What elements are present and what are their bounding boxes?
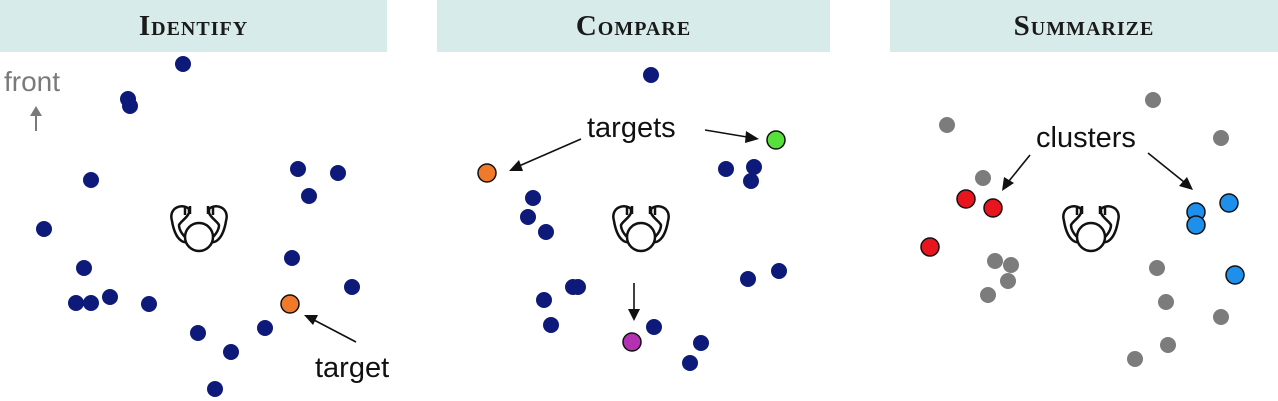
- distractor-dot: [330, 165, 346, 181]
- distractor-dots: [36, 56, 360, 397]
- distractor-dot: [570, 279, 586, 295]
- distractor-dot: [344, 279, 360, 295]
- summarize-scene: clusters: [920, 92, 1245, 367]
- arrow-up-icon: [30, 106, 42, 131]
- neutral-dot: [980, 287, 996, 303]
- distractor-dot: [643, 67, 659, 83]
- distractor-dot: [223, 344, 239, 360]
- neutral-dot: [1158, 294, 1174, 310]
- neutral-dot: [1213, 130, 1229, 146]
- person-top-down-icon: [170, 205, 228, 253]
- distractor-dot: [536, 292, 552, 308]
- neutral-dot: [1003, 257, 1019, 273]
- distractor-dot: [538, 224, 554, 240]
- target-label: target: [315, 352, 389, 384]
- cluster-red: [920, 189, 1003, 257]
- distractor-dot: [122, 98, 138, 114]
- distractor-dot: [525, 190, 541, 206]
- clusters-arrow-right: [1147, 152, 1193, 190]
- compare-scene: targets: [477, 67, 787, 371]
- distractor-dots: [520, 67, 787, 371]
- identify-scene: front: [4, 56, 389, 397]
- neutral-dot: [1213, 309, 1229, 325]
- distractor-dot: [207, 381, 223, 397]
- distractor-dot: [740, 271, 756, 287]
- front-label: front: [4, 66, 60, 97]
- neutral-dot: [1145, 92, 1161, 108]
- distractor-dot: [290, 161, 306, 177]
- panel-identify: Identify front: [0, 0, 389, 401]
- neutral-dot: [1160, 337, 1176, 353]
- distractor-dot: [36, 221, 52, 237]
- neutral-dot: [975, 170, 991, 186]
- panel-title-compare: Compare: [437, 0, 830, 52]
- distractor-dot: [743, 173, 759, 189]
- target-arrow: [304, 315, 357, 343]
- clusters-label: clusters: [1036, 122, 1136, 154]
- distractor-dot: [141, 296, 157, 312]
- person-top-down-icon: [612, 205, 670, 253]
- neutral-dots: [939, 92, 1229, 367]
- cluster-dot-blue: [1219, 193, 1239, 213]
- distractor-dot: [682, 355, 698, 371]
- distractor-dot: [83, 295, 99, 311]
- cluster-dot-red: [920, 237, 940, 257]
- target-dot-green: [766, 130, 786, 150]
- cluster-dot-red: [983, 198, 1003, 218]
- neutral-dot: [1000, 273, 1016, 289]
- cluster-dot-blue: [1225, 265, 1245, 285]
- distractor-dot: [520, 209, 536, 225]
- distractor-dot: [257, 320, 273, 336]
- person-top-down-icon: [1062, 205, 1120, 253]
- targets-arrow-left: [509, 138, 582, 171]
- distractor-dot: [83, 172, 99, 188]
- target-dot-orange: [477, 163, 497, 183]
- panel-title-identify: Identify: [0, 0, 387, 52]
- distractor-dot: [646, 319, 662, 335]
- distractor-dot: [771, 263, 787, 279]
- neutral-dot: [939, 117, 955, 133]
- targets-arrow-down: [628, 283, 640, 321]
- target-dot-orange: [280, 294, 300, 314]
- neutral-dot: [987, 253, 1003, 269]
- target-dot-purple: [622, 332, 642, 352]
- distractor-dot: [190, 325, 206, 341]
- cluster-dot-blue: [1186, 215, 1206, 235]
- distractor-dot: [76, 260, 92, 276]
- clusters-arrow-left: [1002, 154, 1031, 191]
- distractor-dot: [284, 250, 300, 266]
- distractor-dot: [746, 159, 762, 175]
- distractor-dot: [693, 335, 709, 351]
- panel-compare: Compare: [437, 0, 830, 401]
- targets-arrow-right: [704, 129, 759, 143]
- cluster-blue: [1186, 193, 1245, 285]
- distractor-dot: [68, 295, 84, 311]
- neutral-dot: [1149, 260, 1165, 276]
- cluster-dot-red: [956, 189, 976, 209]
- targets-label: targets: [587, 112, 676, 144]
- panel-title-summarize: Summarize: [890, 0, 1278, 52]
- distractor-dot: [301, 188, 317, 204]
- panel-summarize: Summarize: [890, 0, 1278, 401]
- distractor-dot: [718, 161, 734, 177]
- neutral-dot: [1127, 351, 1143, 367]
- distractor-dot: [543, 317, 559, 333]
- distractor-dot: [175, 56, 191, 72]
- distractor-dot: [102, 289, 118, 305]
